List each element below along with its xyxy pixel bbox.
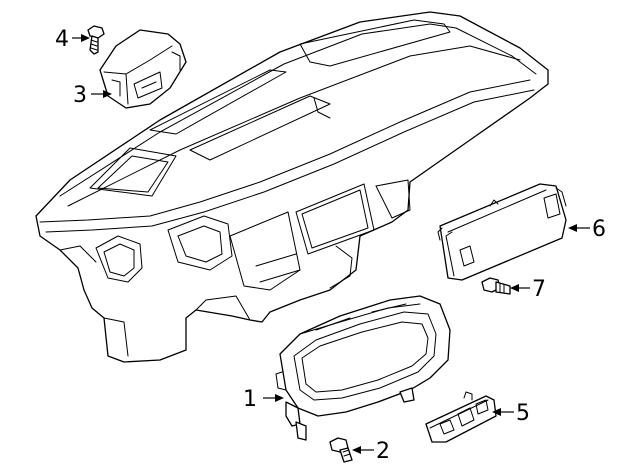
leader-lines bbox=[72, 34, 590, 454]
callout-4: 4 bbox=[55, 27, 69, 52]
arrow-2-icon bbox=[352, 446, 361, 454]
callout-2: 2 bbox=[376, 439, 390, 464]
part-6-control-unit bbox=[437, 183, 567, 281]
part-7-bolt bbox=[481, 277, 511, 295]
part-4-bolt bbox=[87, 25, 105, 55]
arrow-1-icon bbox=[275, 394, 284, 402]
arrow-7-icon bbox=[510, 284, 519, 292]
callout-labels: 1 2 3 4 5 6 7 bbox=[55, 27, 606, 464]
arrow-4-icon bbox=[81, 34, 90, 42]
callout-3: 3 bbox=[73, 83, 87, 108]
part-3-module bbox=[99, 29, 187, 109]
callout-5: 5 bbox=[516, 401, 530, 426]
callout-6: 6 bbox=[592, 217, 606, 242]
instrument-panel bbox=[35, 11, 549, 363]
arrow-6-icon bbox=[568, 224, 577, 232]
part-1-instrument-cluster bbox=[275, 295, 451, 441]
arrow-3-icon bbox=[103, 90, 112, 98]
callout-1: 1 bbox=[243, 387, 257, 412]
part-5-switch-module bbox=[425, 391, 497, 443]
part-2-bolt bbox=[329, 437, 353, 463]
callout-7: 7 bbox=[532, 277, 546, 302]
arrow-5-icon bbox=[492, 408, 501, 416]
